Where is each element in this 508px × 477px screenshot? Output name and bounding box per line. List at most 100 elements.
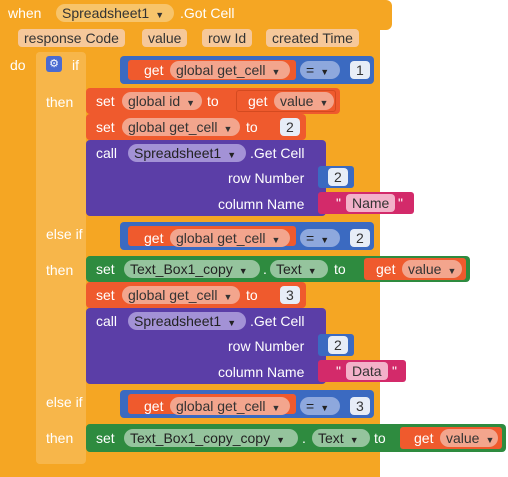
get-label-3: get <box>144 230 164 246</box>
dot-label-1: . <box>263 261 267 277</box>
row-number-label-2: row Number <box>228 338 305 354</box>
param-value[interactable]: value <box>142 29 188 47</box>
get-var-dropdown-2[interactable]: global get_cell ▼ <box>170 229 290 247</box>
event-component-label: Spreadsheet1 <box>62 5 150 21</box>
set-var-label-1: global id <box>128 93 181 109</box>
set-component-label-1: Text_Box1_copy <box>130 261 233 277</box>
compare-op-label-3: = <box>306 398 315 414</box>
compare-op-label-2: = <box>306 230 315 246</box>
get-var-dropdown-3[interactable]: global get_cell ▼ <box>170 397 290 415</box>
set-component-label-2: Text_Box1_copy_copy <box>130 430 271 446</box>
quote-open-2: " <box>336 363 341 379</box>
quote-open-1: " <box>336 195 341 211</box>
column-name-label-1: column Name <box>218 196 305 212</box>
param-response-code[interactable]: response Code <box>18 29 125 47</box>
string-name[interactable]: Name <box>346 194 396 212</box>
column-name-label-2: column Name <box>218 364 305 380</box>
chevron-down-icon: ▼ <box>227 150 237 160</box>
to-label-3: to <box>334 261 346 277</box>
set-property-dropdown-1[interactable]: Text ▼ <box>270 260 328 278</box>
get-label-5: get <box>144 398 164 414</box>
chevron-down-icon: ▼ <box>320 235 330 245</box>
compare-op-dropdown-1[interactable]: =▼ <box>300 61 340 79</box>
set-property-dropdown-2[interactable]: Text ▼ <box>312 429 370 447</box>
chevron-down-icon: ▼ <box>155 10 165 20</box>
number-7[interactable]: 3 <box>350 397 370 415</box>
get-var-label-1: global get_cell <box>176 62 266 78</box>
set-property-label-2: Text <box>318 430 344 446</box>
get-value-dropdown-3[interactable]: value▼ <box>440 429 498 447</box>
call-method-label-1: .Get Cell <box>250 145 305 161</box>
param-row-id[interactable]: row Id <box>202 29 253 47</box>
set-label-3: set <box>96 261 115 277</box>
set-var-dropdown-1[interactable]: global id ▼ <box>122 92 202 110</box>
set-label-5: set <box>96 430 115 446</box>
call-label-1: call <box>96 145 118 161</box>
chevron-down-icon: ▼ <box>271 235 281 245</box>
get-value-dropdown-2[interactable]: value▼ <box>402 260 462 278</box>
set-component-dropdown-1[interactable]: Text_Box1_copy ▼ <box>124 260 260 278</box>
else-if-label-1: else if <box>46 226 83 242</box>
row-number-label-1: row Number <box>228 170 305 186</box>
number-5[interactable]: 3 <box>280 286 300 304</box>
if-label: if <box>72 57 79 73</box>
number-1[interactable]: 1 <box>350 61 370 79</box>
get-label-6: get <box>414 430 434 446</box>
when-label: when <box>8 5 42 21</box>
call-component-label-2: Spreadsheet1 <box>134 313 222 329</box>
get-label-1: get <box>144 62 164 78</box>
get-value-label-1: value <box>280 93 314 109</box>
chevron-down-icon: ▼ <box>227 318 237 328</box>
get-value-label-2: value <box>408 261 442 277</box>
compare-op-dropdown-3[interactable]: =▼ <box>300 397 340 415</box>
number-4[interactable]: 2 <box>350 229 370 247</box>
chevron-down-icon: ▼ <box>223 292 233 302</box>
number-6[interactable]: 2 <box>328 336 348 354</box>
to-label-2: to <box>246 119 258 135</box>
gear-icon[interactable]: ⚙ <box>46 56 62 72</box>
param-created-time[interactable]: created Time <box>266 29 359 47</box>
set-component-dropdown-2[interactable]: Text_Box1_copy_copy ▼ <box>124 429 298 447</box>
to-label-4: to <box>246 287 258 303</box>
call-component-dropdown-2[interactable]: Spreadsheet1 ▼ <box>128 312 246 330</box>
chevron-down-icon: ▼ <box>320 403 330 413</box>
chevron-down-icon: ▼ <box>320 67 330 77</box>
if-block-body <box>36 52 86 464</box>
event-name-label: .Got Cell <box>180 5 235 21</box>
set-var-label-2: global get_cell <box>128 119 218 135</box>
to-label-5: to <box>374 430 386 446</box>
get-var-dropdown-1[interactable]: global get_cell ▼ <box>170 61 290 79</box>
chevron-down-icon: ▼ <box>349 435 359 445</box>
get-label-2: get <box>248 93 268 109</box>
event-component-dropdown[interactable]: Spreadsheet1 ▼ <box>56 4 174 22</box>
set-var-dropdown-3[interactable]: global get_cell▼ <box>122 286 240 304</box>
call-component-label-1: Spreadsheet1 <box>134 145 222 161</box>
to-label-1: to <box>207 93 219 109</box>
chevron-down-icon: ▼ <box>276 435 286 445</box>
chevron-down-icon: ▼ <box>238 266 248 276</box>
set-property-label-1: Text <box>276 261 302 277</box>
dot-label-2: . <box>302 430 306 446</box>
set-label-2: set <box>96 119 115 135</box>
set-label-1: set <box>96 93 115 109</box>
compare-op-dropdown-2[interactable]: =▼ <box>300 229 340 247</box>
number-3[interactable]: 2 <box>328 168 348 186</box>
string-data[interactable]: Data <box>346 362 388 380</box>
get-var-label-2: global get_cell <box>176 230 266 246</box>
get-var-label-3: global get_cell <box>176 398 266 414</box>
then-label-2: then <box>46 262 74 278</box>
get-value-dropdown-1[interactable]: value▼ <box>274 92 334 110</box>
chevron-down-icon: ▼ <box>271 67 281 77</box>
get-label-4: get <box>376 261 396 277</box>
then-label-3: then <box>46 430 74 446</box>
chevron-down-icon: ▼ <box>186 98 196 108</box>
number-2[interactable]: 2 <box>280 118 300 136</box>
chevron-down-icon: ▼ <box>307 266 317 276</box>
quote-close-1: " <box>398 195 403 211</box>
else-if-label-2: else if <box>46 394 83 410</box>
do-label: do <box>10 57 26 73</box>
set-var-dropdown-2[interactable]: global get_cell▼ <box>122 118 240 136</box>
call-component-dropdown-1[interactable]: Spreadsheet1 ▼ <box>128 144 246 162</box>
chevron-down-icon: ▼ <box>271 403 281 413</box>
get-value-label-3: value <box>446 430 480 446</box>
